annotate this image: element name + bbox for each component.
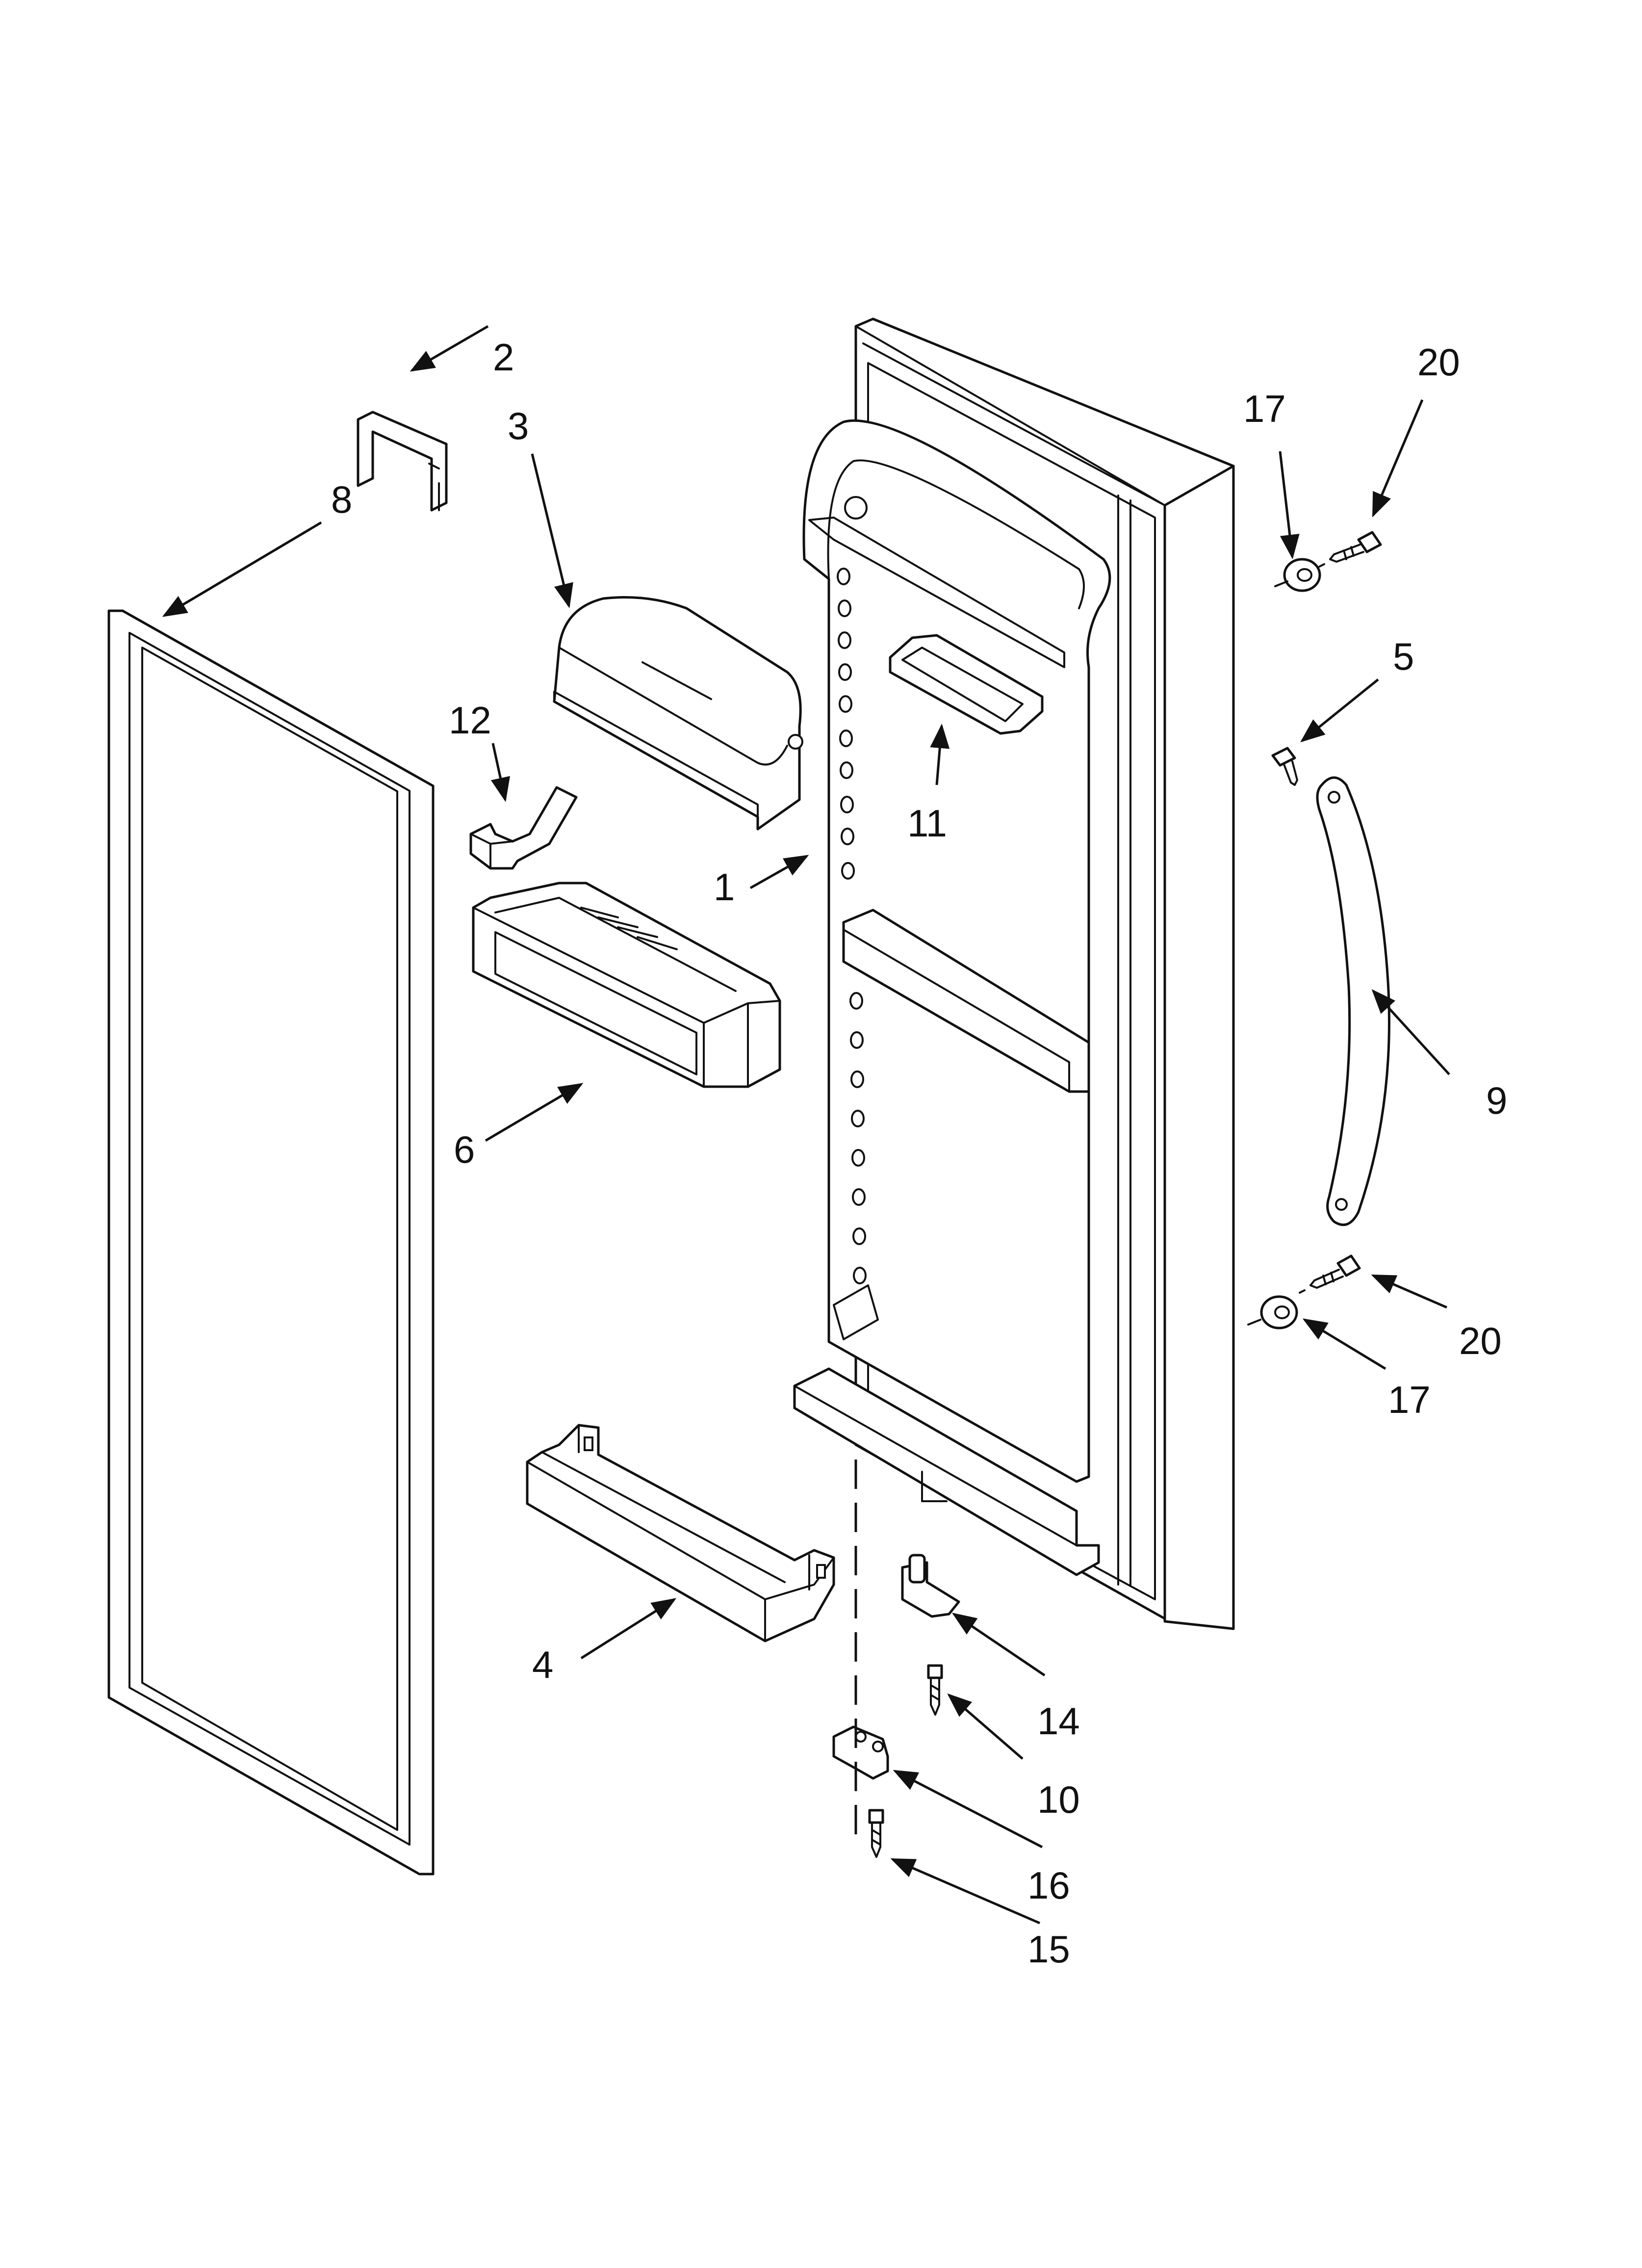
hinge-screw-upper — [927, 1664, 943, 1716]
callout-6: 6 — [454, 1128, 475, 1171]
dairy-compartment — [553, 596, 803, 831]
callout-15: 15 — [1027, 1928, 1070, 1971]
handle-spacer-upper — [1274, 558, 1321, 592]
callout-5: 5 — [1393, 635, 1414, 678]
callout-2: 2 — [493, 336, 514, 379]
callout-12: 12 — [449, 699, 491, 742]
handle-spacer-lower — [1247, 1295, 1298, 1330]
callout-labels: 1 2 3 4 5 6 8 9 10 11 12 14 15 16 17 17 … — [331, 336, 1507, 1971]
callout-3: 3 — [508, 404, 529, 447]
callout-17-upper: 17 — [1243, 387, 1286, 430]
handle-screw-upper — [1318, 531, 1382, 568]
callout-10: 10 — [1037, 1778, 1080, 1821]
callout-14: 14 — [1037, 1699, 1080, 1743]
handle-screw-lower — [1299, 1254, 1361, 1294]
leader-lines — [162, 325, 1450, 1925]
door-assembly — [793, 317, 1235, 1630]
door-gasket — [107, 609, 435, 1876]
hinge-bracket — [832, 1725, 889, 1780]
callout-8: 8 — [331, 478, 352, 521]
door-handle — [1316, 776, 1390, 1226]
callout-17-lower: 17 — [1388, 1378, 1431, 1421]
door-hinge — [901, 1554, 960, 1618]
hinge-screw-lower — [868, 1809, 884, 1858]
handle-screw — [1271, 747, 1298, 786]
callout-20-upper: 20 — [1417, 340, 1460, 384]
callout-9: 9 — [1486, 1079, 1507, 1122]
callout-4: 4 — [532, 1643, 553, 1686]
callout-20-lower: 20 — [1459, 1319, 1502, 1362]
callout-1: 1 — [714, 865, 735, 909]
lower-door-shelf — [526, 1424, 835, 1642]
door-clip — [357, 411, 448, 512]
callout-16: 16 — [1027, 1864, 1070, 1907]
shelf-bracket — [469, 786, 578, 870]
door-bin — [472, 882, 781, 1088]
callout-11: 11 — [907, 802, 947, 845]
